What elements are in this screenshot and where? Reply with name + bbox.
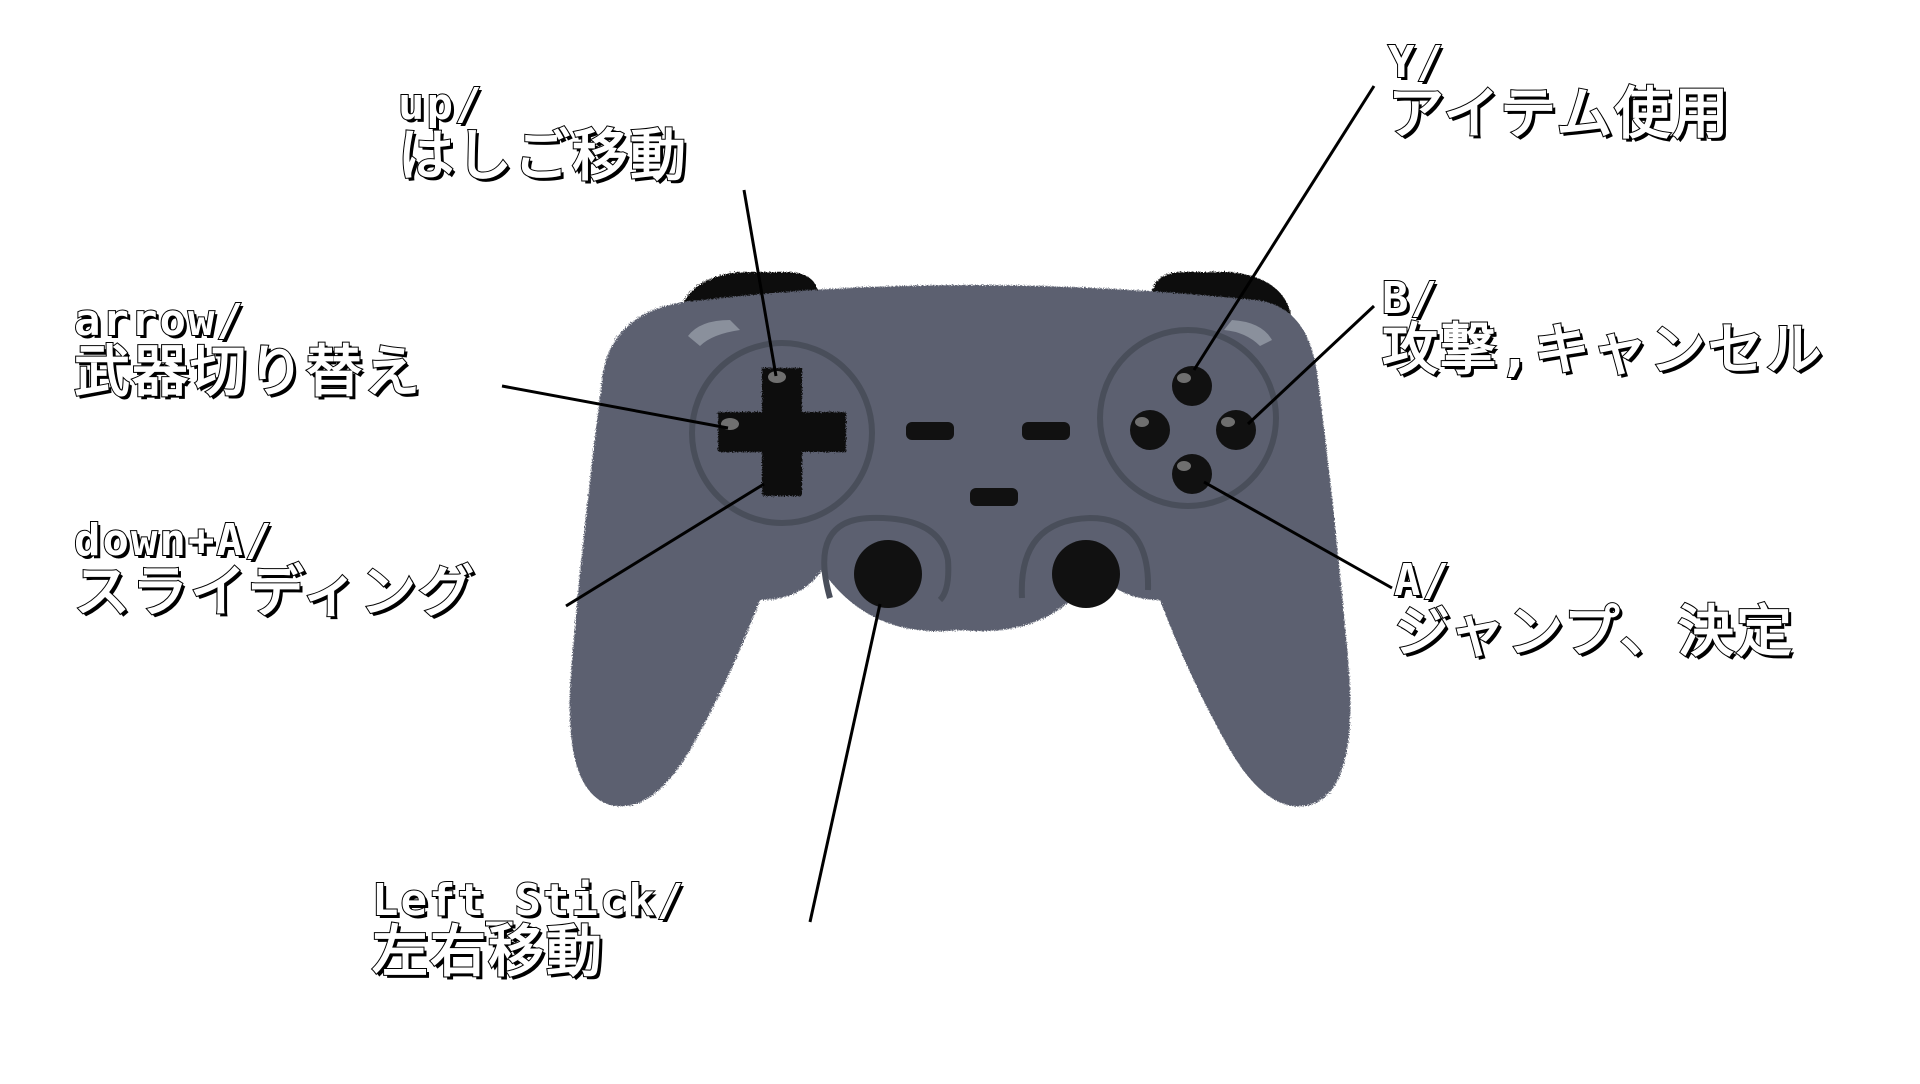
dpad-up-highlight xyxy=(768,371,786,383)
label-y-key: Y/ xyxy=(1387,37,1445,88)
label-down-a-key: down+A/ xyxy=(73,515,274,566)
label-b-key: B/ xyxy=(1381,273,1439,324)
x-button xyxy=(1130,410,1170,450)
label-down-a-action: スライディング xyxy=(73,560,477,626)
x-button-shine xyxy=(1135,417,1149,427)
leader-line-down xyxy=(565,482,765,608)
label-left-stick-key: Left_Stick/ xyxy=(371,875,686,926)
left-stick-well xyxy=(821,514,952,603)
start-button xyxy=(1022,422,1070,440)
label-arrow: arrow/ 武器切り替え xyxy=(73,295,422,406)
home-button xyxy=(970,488,1018,506)
label-arrow-action: 武器切り替え xyxy=(73,340,422,406)
b-button xyxy=(1216,410,1256,450)
select-button xyxy=(906,422,954,440)
face-button-ring xyxy=(1097,327,1279,509)
right-analog-stick xyxy=(1052,540,1120,608)
controller-body xyxy=(569,285,1351,807)
leader-lines xyxy=(501,85,1393,923)
label-left-stick: Left_Stick/ 左右移動 xyxy=(371,875,686,986)
left-analog-stick xyxy=(854,540,922,608)
leader-line-a xyxy=(1203,480,1393,590)
leader-line-stick xyxy=(808,603,882,923)
label-a-key: A/ xyxy=(1393,555,1451,606)
leader-line-arrow xyxy=(501,384,729,430)
leader-line-b xyxy=(1246,304,1376,426)
b-button-shine xyxy=(1221,417,1235,427)
label-down-a: down+A/ スライディング xyxy=(73,515,477,626)
label-up-key: up/ xyxy=(397,79,484,130)
a-button xyxy=(1172,454,1212,494)
label-b: B/ 攻撃,キャンセル xyxy=(1381,273,1824,384)
label-left-stick-action: 左右移動 xyxy=(371,920,604,986)
label-a-action: ジャンプ、決定 xyxy=(1393,600,1794,666)
label-a: A/ ジャンプ、決定 xyxy=(1393,555,1794,666)
label-up-action: はしご移動 xyxy=(397,124,688,190)
label-up: up/ はしご移動 xyxy=(397,79,688,190)
right-highlight xyxy=(1224,320,1272,346)
a-button-shine xyxy=(1177,461,1191,471)
dpad-ring xyxy=(689,340,875,526)
right-stick-well xyxy=(1018,514,1152,599)
y-button-shine xyxy=(1177,373,1191,383)
leader-line-up xyxy=(742,189,778,377)
left-highlight xyxy=(688,320,740,346)
leader-line-y xyxy=(1192,85,1376,371)
label-arrow-key: arrow/ xyxy=(73,295,245,346)
label-y-action: アイテム使用 xyxy=(1387,82,1731,148)
y-button xyxy=(1172,366,1212,406)
dpad xyxy=(718,368,846,496)
label-b-action: 攻撃,キャンセル xyxy=(1381,318,1824,384)
label-y: Y/ アイテム使用 xyxy=(1387,37,1731,148)
